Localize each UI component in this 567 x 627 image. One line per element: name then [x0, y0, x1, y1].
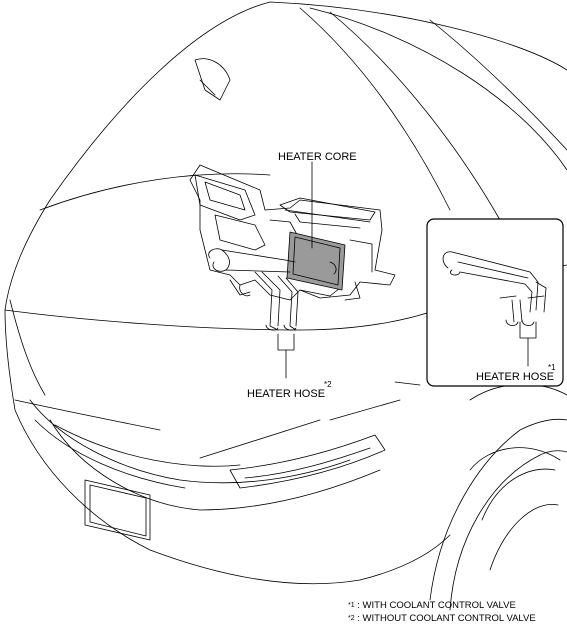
heater-core: [286, 231, 346, 291]
footnote-2-mark: *2: [348, 615, 355, 622]
footnote-2-text: : WITHOUT COOLANT CONTROL VALVE: [354, 613, 536, 624]
heater-hoses-main: [208, 248, 299, 331]
heater-hose-2-label: HEATER HOSE: [247, 388, 326, 400]
heater-hose-2-mark: *2: [324, 380, 332, 389]
footnote-1-text: : WITH COOLANT CONTROL VALVE: [354, 600, 516, 611]
footnote-1-mark: *1: [348, 602, 355, 609]
heater-hose-1-label: HEATER HOSE: [476, 371, 555, 383]
heater-hose-1-mark: *1: [548, 363, 556, 372]
car-body: [4, 1, 567, 611]
hvac-unit: [189, 164, 396, 301]
footnote-2: *2 : WITHOUT COOLANT CONTROL VALVE: [348, 613, 536, 624]
inset-box: [426, 218, 564, 387]
footnote-1: *1 : WITH COOLANT CONTROL VALVE: [348, 600, 516, 611]
heater-core-label: HEATER CORE: [278, 151, 357, 163]
